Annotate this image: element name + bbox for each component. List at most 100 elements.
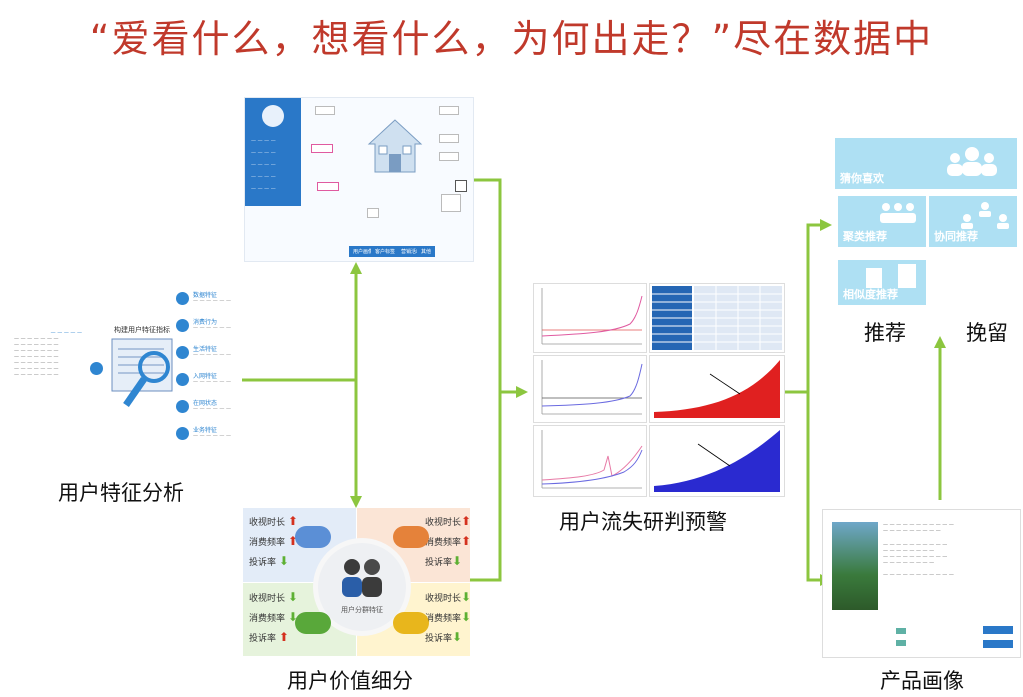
profile-node [367, 208, 379, 218]
caption-retain: 挽留 [966, 321, 1008, 345]
feature-item-icon [176, 427, 189, 440]
tile-cluster[interactable]: 聚类推荐 [838, 196, 926, 247]
feature-item-label: 在网状态 [193, 400, 218, 407]
feature-target-icon [90, 362, 103, 375]
feature-item-desc: — — — — — — [193, 352, 231, 358]
profile-node [441, 194, 461, 212]
churn-curve-4 [541, 430, 643, 489]
caption-churn-warning: 用户流失研判预警 [559, 510, 727, 534]
tile-similarity[interactable]: 相似度推荐 [838, 260, 926, 305]
feature-item-desc: — — — — — — [193, 433, 231, 439]
metric-row: 消费频率 ⬆ [249, 534, 298, 548]
segment-pill [393, 526, 429, 548]
portrait-tag [896, 640, 906, 646]
arrow-up-icon: ⬆ [461, 534, 472, 548]
churn-curve-1 [541, 288, 643, 345]
segment-pill [295, 612, 331, 634]
arrow-down-icon: ⬇ [461, 590, 472, 604]
tile-label: 聚类推荐 [843, 230, 887, 243]
metric-row: 消费频率⬆ [425, 534, 472, 548]
tile-label: 猜你喜欢 [840, 172, 884, 185]
profile-button[interactable]: 营销活动 [397, 246, 426, 257]
profile-node [455, 180, 467, 192]
churn-charts [533, 283, 785, 497]
churn-chart-4 [533, 425, 647, 497]
metric-row: 收视时长 ⬇ [249, 590, 298, 604]
metric-row: 消费频率⬇ [425, 610, 472, 624]
tile-label: 协同推荐 [934, 230, 978, 243]
feature-title: 构建用户特征指标 [114, 326, 170, 334]
user-group-icon [947, 147, 997, 176]
tile-guess-you-like[interactable]: 猜你喜欢 [835, 138, 1017, 189]
arrow-up-icon: ⬆ [461, 514, 472, 528]
caption-value-segmentation: 用户价值细分 [287, 669, 413, 693]
profile-panel: — — — — — — — — — — — — — — — — — — — — … [244, 97, 474, 262]
tile-collaborative[interactable]: 协同推荐 [929, 196, 1017, 247]
feature-item-icon [176, 346, 189, 359]
churn-chart-2 [533, 355, 647, 423]
portrait-action-button[interactable] [983, 626, 1013, 634]
profile-node [311, 144, 333, 153]
portrait-action-button[interactable] [983, 640, 1013, 648]
portrait-details: — — — — — — — — — — — — — — — — — — — — … [883, 522, 954, 578]
segment-pill [295, 526, 331, 548]
profile-button[interactable]: 其他 [417, 246, 436, 257]
feature-item-desc: — — — — — — [193, 379, 231, 385]
churn-red-area [654, 360, 780, 418]
feature-item-icon [176, 373, 189, 386]
metrics-bottom-left: 收视时长 ⬇ 消费频率 ⬇ 投诉率 ⬆ [249, 590, 309, 644]
churn-table [649, 283, 785, 353]
churn-curve-2 [541, 360, 643, 415]
metrics-top-left: 收视时长 ⬆ 消费频率 ⬆ 投诉率 ⬇ [249, 514, 309, 568]
arrow-up-icon: ⬆ [278, 630, 289, 644]
metric-row: 收视时长⬇ [425, 590, 472, 604]
arrow-down-icon: ⬇ [452, 630, 463, 644]
people-icon [342, 559, 382, 597]
metric-row: 投诉率⬇ [425, 554, 463, 568]
movie-poster [832, 522, 878, 610]
segment-pill [393, 612, 429, 634]
caption-recommend: 推荐 [864, 321, 906, 345]
feature-side-notes: — — — — — — — — — — — — — — — — — — — — … [14, 330, 82, 378]
feature-items: 数据特征 — — — — — — 消费行为 — — — — — — 生活特征 —… [176, 290, 246, 452]
collaborative-icon [961, 202, 1009, 229]
building-icon [866, 264, 916, 288]
feature-item: 在网状态 — — — — — — [176, 398, 246, 425]
avatar [262, 105, 284, 127]
product-portrait-panel: — — — — — — — — — — — — — — — — — — — — … [822, 509, 1021, 658]
arrow-up-icon: ⬆ [287, 534, 298, 548]
churn-chart-3 [649, 355, 785, 423]
metrics-bottom-right: 收视时长⬇ 消费频率⬇ 投诉率⬇ [425, 590, 472, 644]
feature-item: 业务特征 — — — — — — [176, 425, 246, 452]
tile-label: 相似度推荐 [843, 288, 898, 301]
arrow-down-icon: ⬇ [287, 610, 298, 624]
feature-item-desc: — — — — — — [193, 298, 231, 304]
feature-item: 消费行为 — — — — — — [176, 317, 246, 344]
churn-blue-area [654, 430, 780, 492]
feature-item-label: 入网特征 [193, 373, 218, 380]
caption-product-portrait: 产品画像 [880, 669, 964, 693]
profile-node [439, 106, 459, 115]
profile-button[interactable]: 客户标签 [371, 246, 400, 257]
metrics-top-right: 收视时长⬆ 消费频率⬆ 投诉率⬇ [425, 514, 472, 568]
metric-row: 投诉率⬇ [425, 630, 463, 644]
feature-item-desc: — — — — — — [193, 406, 231, 412]
churn-chart-5 [649, 425, 785, 497]
arrow-down-icon: ⬇ [287, 590, 298, 604]
profile-button[interactable]: 用户画像 [349, 246, 378, 257]
profile-node [315, 106, 335, 115]
churn-table-grid [652, 286, 782, 350]
metric-row: 投诉率 ⬇ [249, 554, 289, 568]
feature-item: 数据特征 — — — — — — [176, 290, 246, 317]
caption-feature-analysis: 用户特征分析 [58, 481, 184, 505]
feature-item: 入网特征 — — — — — — [176, 371, 246, 398]
metric-row: 收视时长 ⬆ [249, 514, 298, 528]
profile-node [317, 182, 339, 191]
portrait-tag [896, 628, 906, 634]
feature-item-desc: — — — — — — [193, 325, 231, 331]
feature-item-label: 数据特征 [193, 292, 218, 299]
metric-row: 投诉率 ⬆ [249, 630, 289, 644]
arrow-down-icon: ⬇ [452, 554, 463, 568]
house-icon [367, 119, 423, 173]
